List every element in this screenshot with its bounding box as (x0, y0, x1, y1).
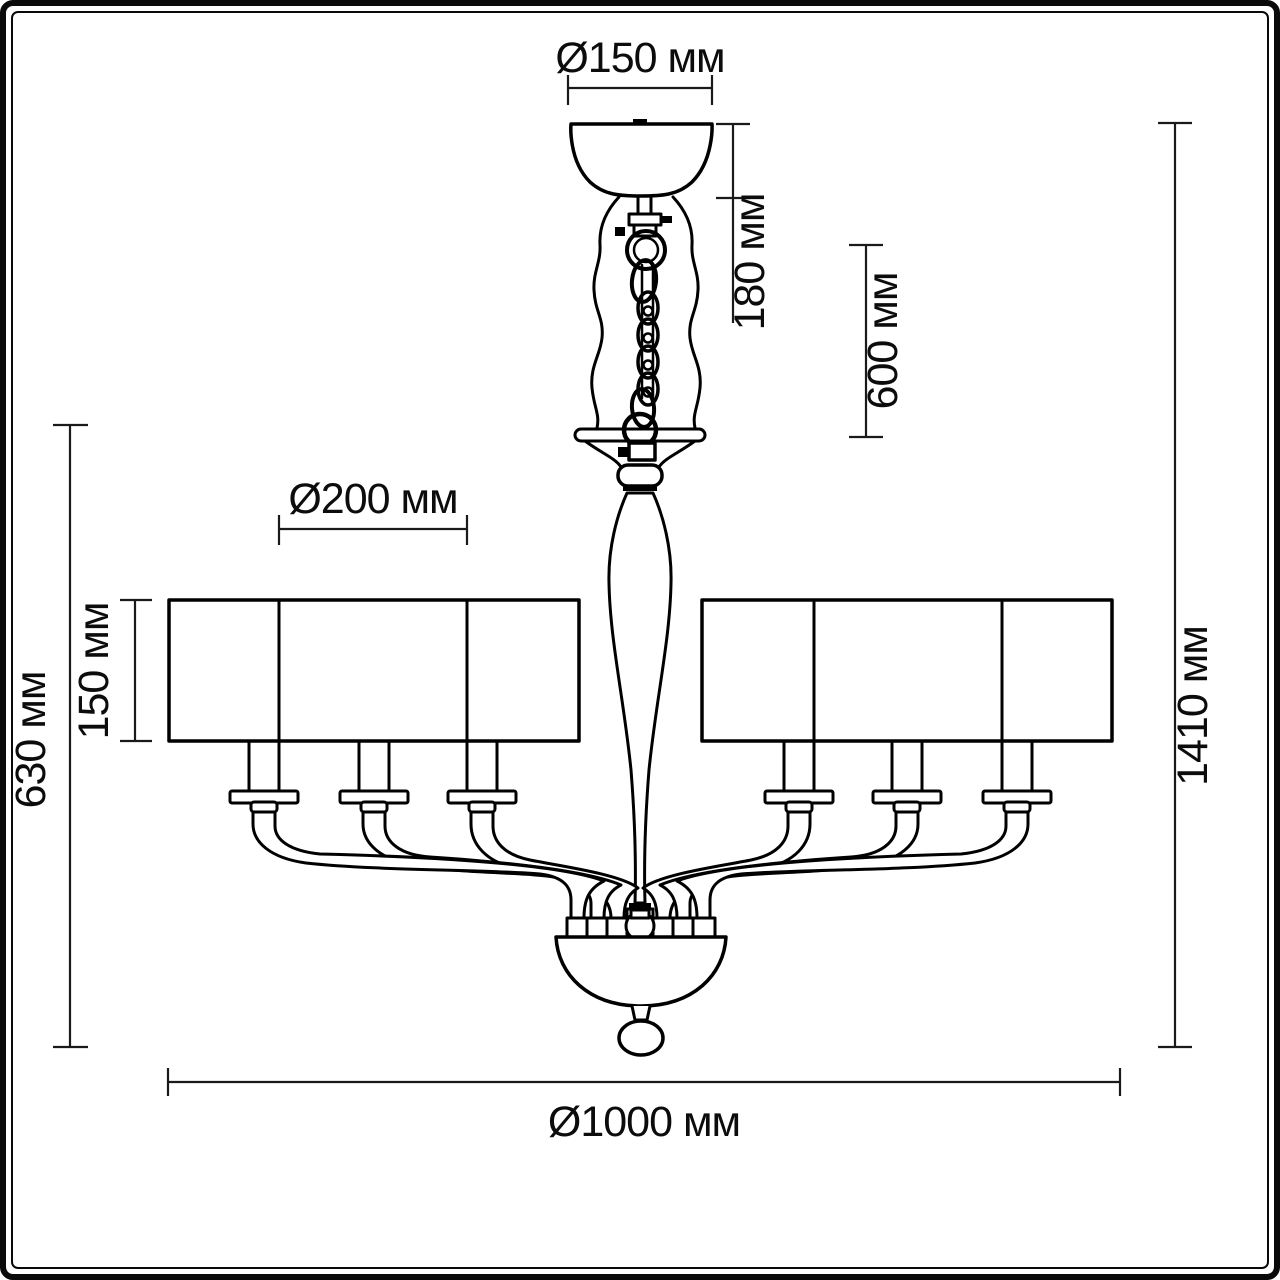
dim-label-fixture-height: 630 мм (7, 672, 55, 809)
dim-label-shade-height: 150 мм (70, 603, 118, 740)
bobeches (228, 789, 518, 814)
dim-label-canopy-height: 180 мм (726, 194, 774, 331)
dim-label-canopy-diameter: Ø150 мм (555, 34, 724, 82)
bottom-bowl (554, 935, 728, 1057)
finial-neck (630, 1004, 652, 1022)
carabiner-bottom (629, 387, 657, 429)
canopy-nub (633, 119, 647, 124)
center-column (607, 463, 673, 920)
carabiner-top (629, 258, 659, 304)
cable-sleeve (590, 195, 702, 443)
dim-label-total-height: 1410 мм (1169, 626, 1217, 786)
dim-canopy-height: 180 мм (716, 122, 774, 331)
column-top-plate (573, 411, 707, 469)
ceiling-canopy (569, 119, 714, 198)
dim-fixture-height: 630 мм (7, 423, 88, 1049)
dim-total-height: 1410 мм (1158, 121, 1217, 1049)
dim-canopy-diameter: Ø150 мм (555, 34, 726, 105)
finial-ball (617, 1019, 665, 1057)
dim-label-fixture-diameter: Ø1000 мм (548, 1098, 740, 1146)
connector-block (627, 441, 657, 462)
chain-assembly (625, 229, 667, 429)
dim-label-shade-diameter: Ø200 мм (288, 475, 457, 523)
dim-suspension-length: 600 мм (849, 243, 907, 439)
column-collar (616, 463, 664, 488)
hanging-ring-top (625, 229, 667, 271)
dim-fixture-diameter: Ø1000 мм (166, 1068, 1122, 1146)
lampshade-arm-assembly-left (167, 598, 640, 920)
dim-shade-height: 150 мм (70, 598, 152, 743)
lampshade-group (167, 598, 581, 743)
dim-label-suspension-length: 600 мм (859, 273, 907, 410)
dim-shade-diameter: Ø200 мм (277, 475, 469, 545)
